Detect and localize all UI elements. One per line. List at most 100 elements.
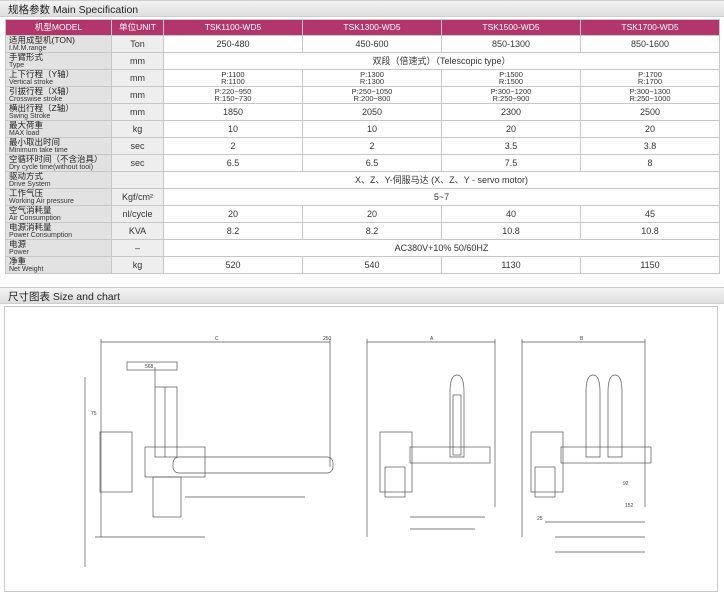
value-cell: 6.5 — [302, 154, 442, 172]
arm-loop-3b — [607, 374, 623, 458]
value-cell: 850-1300 — [441, 35, 581, 53]
value-cell: 850-1600 — [580, 35, 720, 53]
value-cell: 520 — [163, 256, 303, 274]
row-unit: KVA — [111, 222, 164, 240]
row-label-en: Net Weight — [9, 266, 44, 273]
label-568: 568 — [145, 364, 154, 370]
row-label-cn: 引拔行程（X轴） — [9, 86, 75, 96]
value-cell: 10 — [302, 120, 442, 138]
main-spec-section-bar: 规格参数 Main Specification — [0, 0, 724, 17]
row-unit: mm — [111, 103, 164, 121]
header-cell: 单位UNIT — [111, 19, 164, 36]
size-chart-title: 尺寸图表 Size and chart — [8, 291, 121, 303]
row-label-cn: 电源消耗量 — [9, 222, 52, 232]
header-cell: TSK1700-WD5 — [580, 19, 720, 36]
header-cell: TSK1100-WD5 — [163, 19, 303, 36]
row-label: 上下行程（Y轴）Vertical stroke — [5, 69, 112, 87]
header-cell: 机型MODEL — [5, 19, 112, 36]
row-unit: nl/cycle — [111, 205, 164, 223]
row-label-cn: 适用成型机(TON) — [9, 35, 75, 45]
value-cell: 2500 — [580, 103, 720, 121]
row-unit: kg — [111, 120, 164, 138]
row-label-cn: 空气消耗量 — [9, 205, 52, 215]
row-unit: sec — [111, 154, 164, 172]
value-line: P:1100 — [221, 69, 245, 79]
value-line: R:250~900 — [492, 94, 530, 103]
arm-rail-2 — [452, 394, 462, 456]
technical-drawing: C 250 568 75 A B 25 92 152 — [84, 336, 652, 567]
row-label-cn: 工作气压 — [9, 188, 44, 198]
label-25: 25 — [537, 516, 543, 522]
label-75: 75 — [91, 411, 97, 417]
merged-value: 双段（倍速式）（Telescopic type） — [163, 52, 720, 70]
value-line: R:250~1000 — [629, 94, 671, 103]
row-label-en: Drive System — [9, 181, 51, 188]
value-cell: 2300 — [441, 103, 581, 121]
row-unit: mm — [111, 86, 164, 104]
row-label-cn: 最小取出时间 — [9, 137, 61, 147]
value-cell: 540 — [302, 256, 442, 274]
row-unit: sec — [111, 137, 164, 155]
value-cell: 1130 — [441, 256, 581, 274]
value-cell: 8.2 — [163, 222, 303, 240]
merged-value: AC380V+10% 50/60HZ — [163, 239, 720, 257]
row-label-cn: 手臂形式 — [9, 52, 44, 62]
label-b: B — [580, 336, 584, 342]
merged-value: 5~7 — [163, 188, 720, 206]
row-label: 横出行程（Z轴）Swing Stroke — [5, 103, 112, 121]
row-label-en: Power — [9, 249, 29, 256]
value-cell: 40 — [441, 205, 581, 223]
vertical-arm — [154, 386, 178, 458]
top-dim-box — [126, 361, 178, 371]
value-cell: 10 — [163, 120, 303, 138]
value-line: R:200~800 — [353, 94, 391, 103]
value-cell: 250-480 — [163, 35, 303, 53]
value-cell: 20 — [302, 205, 442, 223]
row-label: 空循环时间（不含治具）Dry cycle time(without tool) — [5, 154, 112, 172]
value-cell: 20 — [441, 120, 581, 138]
spec-row: 空循环时间（不含治具）Dry cycle time(without tool)s… — [5, 154, 720, 172]
value-line: P:220~950 — [214, 86, 252, 96]
row-label-cn: 电源 — [9, 239, 27, 249]
header-cell: TSK1300-WD5 — [302, 19, 442, 36]
row-unit: Kgf/cm² — [111, 188, 164, 206]
base-column — [152, 476, 182, 518]
row-label-cn: 横出行程（Z轴） — [9, 103, 74, 113]
value-cell: 10.8 — [580, 222, 720, 240]
row-label-cn: 空循环时间（不含治具） — [9, 154, 103, 164]
value-cell: 2050 — [302, 103, 442, 121]
value-cell: 3.8 — [580, 137, 720, 155]
value-cell: 45 — [580, 205, 720, 223]
value-line: P:1300 — [360, 69, 384, 79]
value-line: R:1300 — [359, 77, 385, 86]
row-label: 引拔行程（X轴）Crosswise stroke — [5, 86, 112, 104]
row-unit: kg — [111, 256, 164, 274]
control-box-2 — [379, 431, 413, 493]
value-cell: 2 — [302, 137, 442, 155]
label-a: A — [430, 336, 434, 342]
value-cell: 2 — [163, 137, 303, 155]
row-label-en: Swing Stroke — [9, 113, 51, 120]
carriage — [144, 446, 206, 478]
arm-loop-2 — [449, 374, 465, 458]
label-152: 152 — [625, 503, 634, 509]
